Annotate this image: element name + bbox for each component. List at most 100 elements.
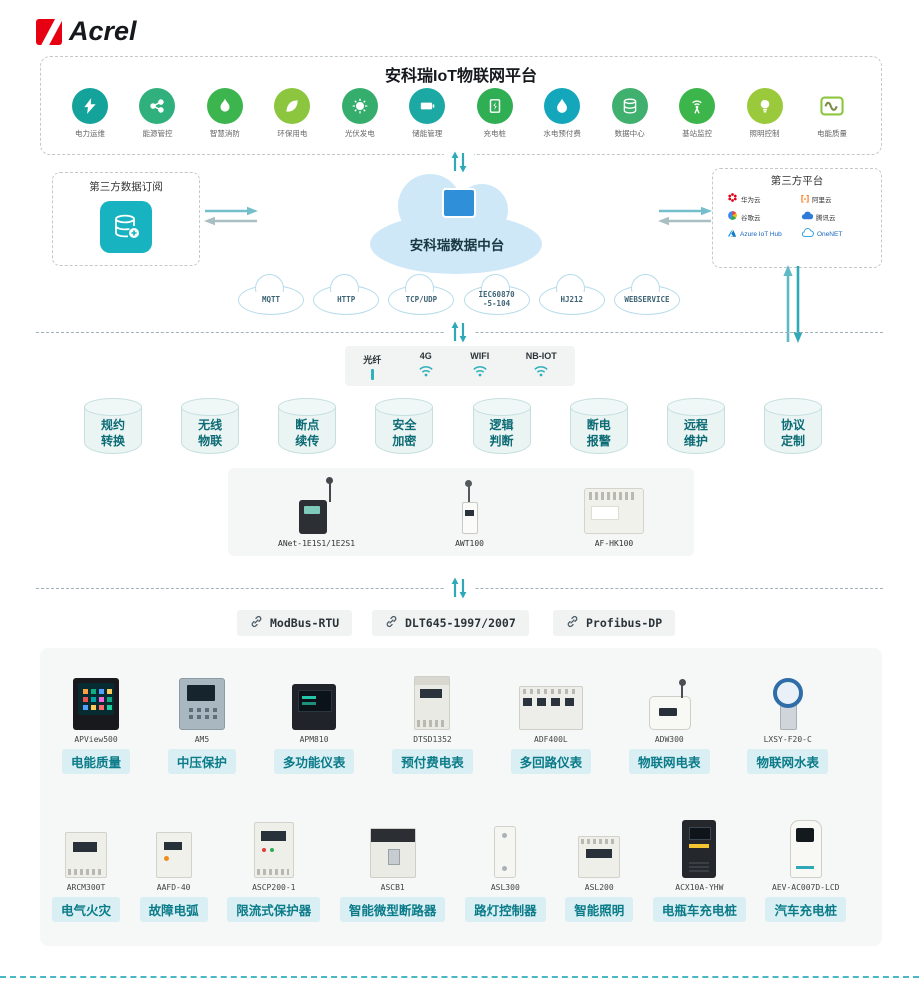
product-category-chip: 路灯控制器 [465, 897, 546, 922]
product-item: LXSY-F20-C 物联网水表 [747, 672, 828, 774]
charging-pile-icon [476, 88, 513, 124]
product-item: AEV-AC007D-LCD 汽车充电桩 [765, 820, 846, 922]
feature-cylinder: 远程维护 [666, 398, 725, 458]
product-item: ARCM300T 电气火灾 [52, 820, 121, 922]
huawei-cloud-icon [727, 192, 738, 205]
af-hk100-gateway-image [583, 480, 644, 534]
gateway-model: ANet-1E1S1/1E2S1 [278, 539, 356, 548]
ascb1-image [369, 820, 416, 878]
dtsd1352-image [414, 672, 451, 730]
prepay-water-icon [544, 88, 581, 124]
server-icon [442, 188, 476, 218]
power-quality-icon [814, 88, 850, 124]
vendor-list: 华为云 [-] 阿里云 谷歌云 腾讯云 Azure IoT Hub OneNET [713, 188, 881, 240]
app-item: 能源管控 [126, 88, 188, 139]
vendor-name: OneNET [817, 230, 843, 238]
product-item: APView500 电能质量 [62, 672, 131, 774]
platform-title: 安科瑞IoT物联网平台 [385, 68, 537, 85]
app-item: 环保用电 [261, 88, 323, 139]
vendor-name: 华为云 [741, 196, 761, 204]
up-down-arrow-icon [444, 576, 474, 600]
feature-cylinder: 协议定制 [763, 398, 822, 458]
platform-apps: 电力运维 能源管控 智慧消防 环保用电 光伏发电 储能管理 [59, 88, 863, 139]
vendor-item: 腾讯云 [801, 210, 871, 223]
product-model: AAFD-40 [156, 883, 191, 892]
product-category-chip: 多功能仪表 [273, 749, 355, 774]
product-model: ACX10A-YHW [675, 883, 724, 892]
gateway-model: AWT100 [455, 539, 484, 548]
up-down-arrow-icon [444, 320, 474, 344]
apview500-image [73, 672, 119, 730]
link-icon [385, 615, 398, 631]
onenet-cloud-icon [801, 228, 814, 240]
product-item: ADF400L 多回路仪表 [510, 672, 592, 774]
asl200-image [578, 820, 621, 878]
product-category-chip: 电瓶车充电桩 [652, 897, 746, 922]
data-center-icon [611, 88, 648, 124]
link-icon [566, 615, 579, 631]
database-plus-icon [100, 201, 152, 253]
product-item: ASL300 路灯控制器 [465, 820, 546, 922]
product-item: APM810 多功能仪表 [273, 672, 355, 774]
product-model: ASCP200-1 [252, 883, 296, 892]
gateway-device-box: ANet-1E1S1/1E2S1 AWT100 AF-HK100 [228, 468, 694, 556]
product-item: ACX10A-YHW 电瓶车充电桩 [652, 820, 746, 922]
product-model: DTSD1352 [413, 735, 452, 744]
product-model: LXSY-F20-C [763, 735, 812, 744]
lighting-control-icon [746, 88, 783, 124]
am5-image [178, 672, 225, 730]
protocol-cloud-row: MQTT HTTP TCP/UDP IEC60870-5-104 HJ212 W… [238, 274, 680, 316]
third-party-box-title: 第三方平台 [770, 175, 824, 187]
product-category-chip: 汽车充电桩 [765, 897, 846, 922]
acrel-logo: Acrel [36, 16, 137, 47]
adw300-image [647, 672, 692, 730]
app-label: 电能质量 [816, 129, 847, 138]
product-model: APM810 [299, 735, 329, 744]
http-cloud: HTTP [313, 274, 380, 316]
product-category-chip: 多回路仪表 [510, 749, 592, 774]
google-cloud-icon [727, 210, 738, 223]
feature-cylinder: 安全加密 [375, 398, 434, 458]
product-model: ASL200 [584, 883, 614, 892]
product-model: AEV-AC007D-LCD [772, 883, 840, 892]
product-model: APView500 [74, 735, 118, 744]
product-category-chip: 智能照明 [565, 897, 634, 922]
third-party-subscription-box: 第三方数据订阅 [52, 172, 200, 266]
4g-signal-icon [418, 364, 434, 382]
product-category-chip: 物联网电表 [629, 749, 710, 774]
left-right-arrow-icon [203, 204, 259, 228]
app-label: 充电桩 [483, 129, 506, 138]
product-row-2: ARCM300T 电气火灾 AAFD-40 故障电弧 ASCP200-1 限流式… [52, 820, 846, 922]
app-item: 电力运维 [59, 88, 121, 139]
feature-cylinder: 断点续传 [278, 398, 337, 458]
app-item: 数据中心 [599, 88, 661, 139]
connectivity-item: WIFI [470, 351, 489, 382]
profibus-protocol-chip: Profibus-DP [553, 610, 676, 636]
product-category-chip: 物联网水表 [747, 749, 828, 774]
product-item: ASL200 智能照明 [565, 820, 634, 922]
azure-iot-hub-icon [727, 228, 737, 240]
platform-box: 安科瑞IoT物联网平台 电力运维 能源管控 智慧消防 环保用电 光伏发电 [40, 56, 882, 155]
app-item: 水电预付费 [531, 88, 593, 139]
app-label: 能源管控 [142, 129, 173, 138]
subscription-box-title: 第三方数据订阅 [89, 181, 163, 193]
app-label: 光伏发电 [344, 129, 375, 138]
app-item: 充电桩 [464, 88, 526, 139]
bottom-dashed-line [0, 976, 919, 978]
mqtt-cloud: MQTT [238, 274, 304, 316]
product-item: AAFD-40 故障电弧 [139, 820, 208, 922]
product-category-chip: 限流式保护器 [227, 897, 321, 922]
energy-storage-icon [409, 88, 446, 124]
app-label: 水电预付费 [543, 129, 581, 138]
vendor-name: 谷歌云 [741, 214, 761, 222]
app-label: 环保用电 [277, 129, 308, 138]
feature-cylinder: 无线物联 [181, 398, 240, 458]
base-station-icon [679, 88, 716, 124]
product-model: AM5 [194, 735, 210, 744]
product-model: ASL300 [490, 883, 520, 892]
eco-power-icon [274, 88, 311, 124]
app-label: 照明控制 [749, 129, 780, 138]
app-label: 基站监控 [682, 129, 713, 138]
product-item: ASCP200-1 限流式保护器 [227, 820, 321, 922]
hj212-cloud: HJ212 [538, 274, 605, 316]
